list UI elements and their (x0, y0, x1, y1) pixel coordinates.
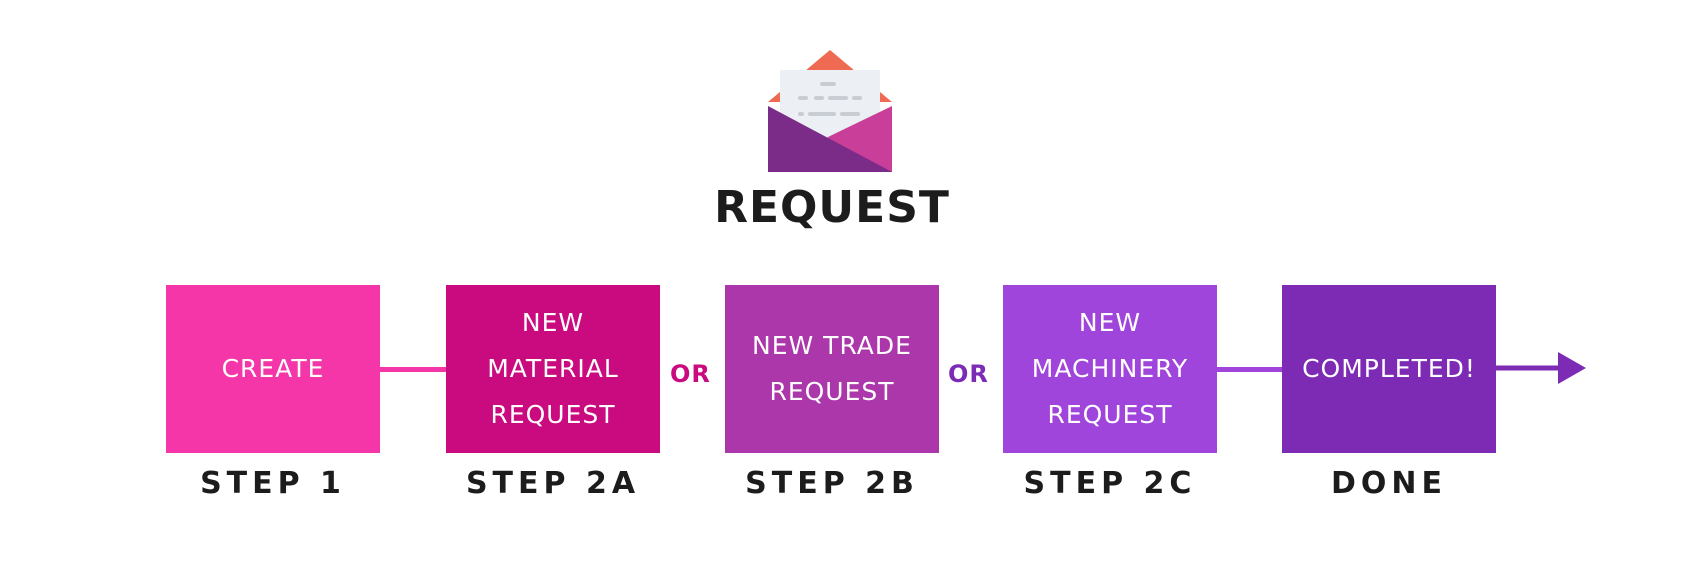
connector-machinery-completed (1216, 367, 1284, 372)
step-label: DONE (1330, 466, 1447, 501)
box-text: CREATE (221, 354, 325, 383)
box-text: COMPLETED! (1302, 354, 1476, 383)
arrow-right-icon (1496, 352, 1586, 384)
box-text: NEW TRADE REQUEST (752, 331, 912, 406)
step-box-create: CREATE (166, 285, 380, 453)
step-label: STEP 2B (745, 466, 919, 501)
box-text: NEW MATERIAL REQUEST (487, 308, 619, 429)
or-label: OR (948, 360, 989, 388)
step-box-trade: NEW TRADE REQUEST (725, 285, 939, 453)
step-label: STEP 2A (465, 466, 641, 501)
box-text: NEW MACHINERY REQUEST (1031, 308, 1189, 429)
step-box-machinery: NEW MACHINERY REQUEST (1003, 285, 1217, 453)
step-box-completed: COMPLETED! (1282, 285, 1496, 453)
open-envelope-icon (768, 50, 892, 172)
step-box-material: NEW MATERIAL REQUEST (446, 285, 660, 453)
step-label: STEP 1 (200, 466, 346, 501)
step-label: STEP 2C (1023, 466, 1197, 501)
or-label: OR (670, 360, 711, 388)
page-title: REQUEST (714, 182, 950, 233)
connector-create-material (380, 367, 448, 372)
